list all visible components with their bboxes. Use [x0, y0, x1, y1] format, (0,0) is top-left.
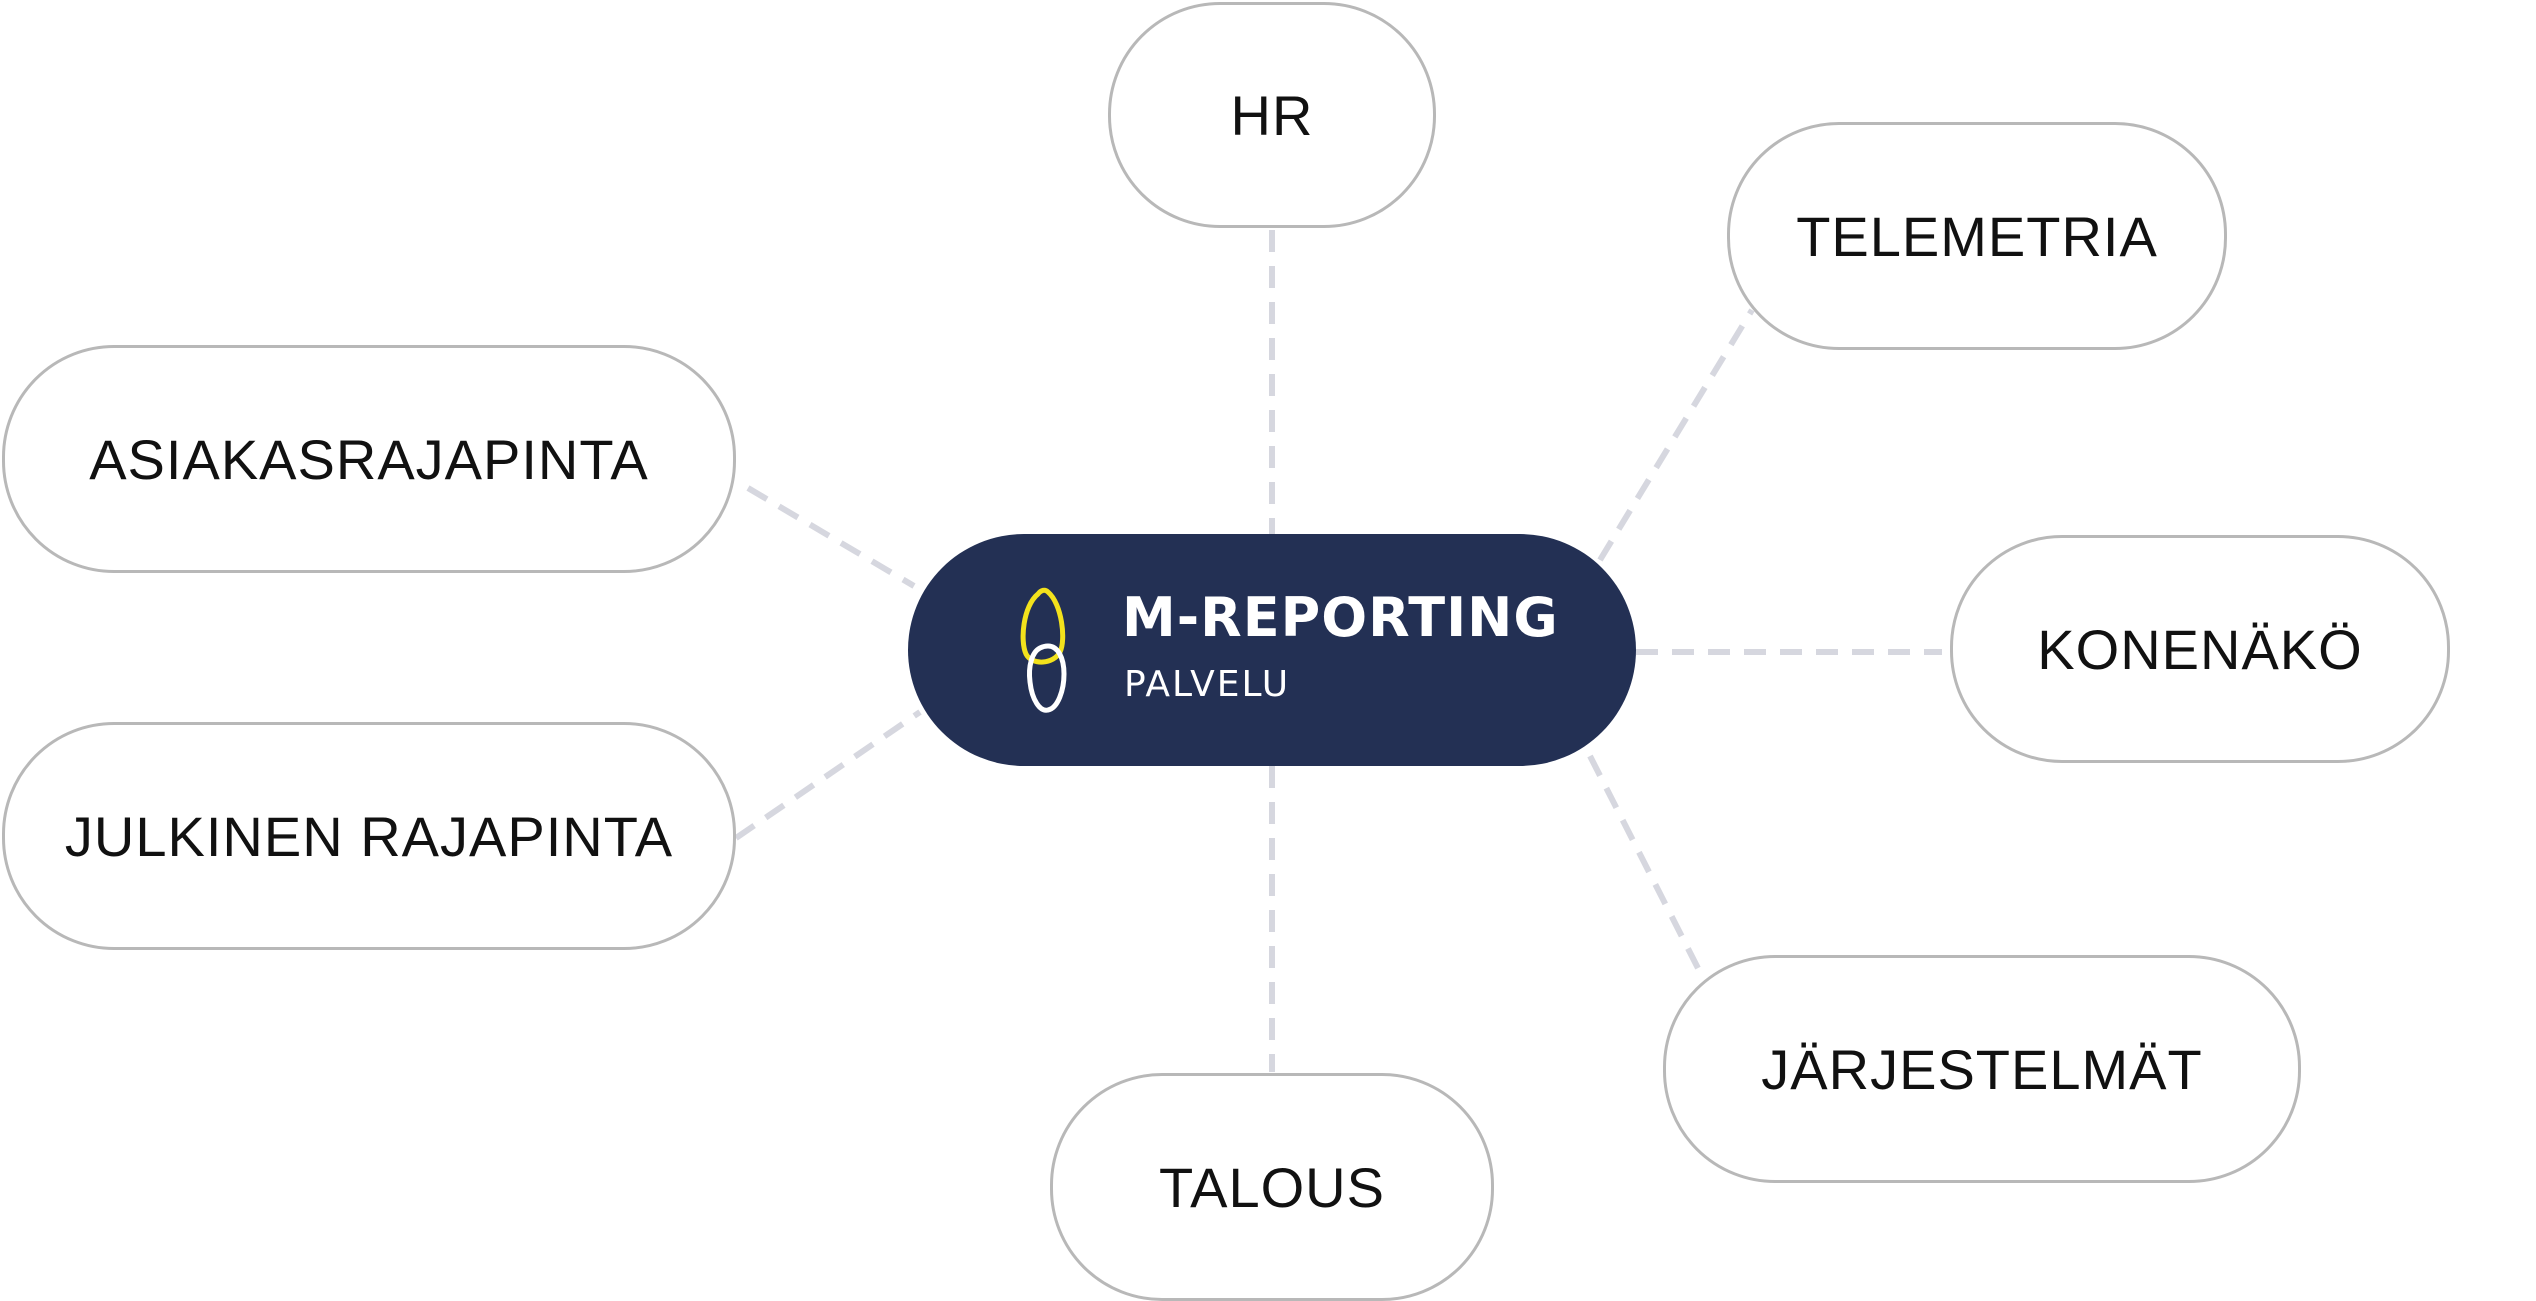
node-talous: TALOUS — [1050, 1073, 1494, 1301]
node-label-talous: TALOUS — [1159, 1155, 1385, 1219]
node-telemetria: TELEMETRIA — [1727, 122, 2227, 350]
node-label-hr: HR — [1230, 83, 1314, 147]
center-node-m-reporting: M-REPORTING PALVELU — [908, 534, 1636, 766]
node-label-telemetria: TELEMETRIA — [1796, 204, 2158, 268]
node-label-julkinen-rajapinta: JULKINEN RAJAPINTA — [64, 804, 674, 868]
node-label-konenako: KONENÄKÖ — [2037, 617, 2363, 681]
node-label-jarjestelmat: JÄRJESTELMÄT — [1761, 1037, 2203, 1101]
connector-telemetria — [1597, 308, 1755, 562]
node-asiakasrajapinta: ASIAKASRAJAPINTA — [2, 345, 736, 573]
node-jarjestelmat: JÄRJESTELMÄT — [1663, 955, 2301, 1183]
node-hr: HR — [1108, 2, 1436, 228]
node-julkinen-rajapinta: JULKINEN RAJAPINTA — [2, 722, 736, 950]
node-konenako: KONENÄKÖ — [1950, 535, 2450, 763]
connector-jarjestelmat — [1587, 754, 1707, 982]
connector-asiakasrajapinta — [746, 485, 916, 589]
node-label-asiakasrajapinta: ASIAKASRAJAPINTA — [89, 427, 649, 491]
center-subtitle: PALVELU — [1124, 664, 1291, 705]
center-title: M-REPORTING — [1122, 586, 1559, 649]
connector-julkinen — [734, 709, 922, 841]
chain-link-logo-icon — [1020, 587, 1067, 713]
